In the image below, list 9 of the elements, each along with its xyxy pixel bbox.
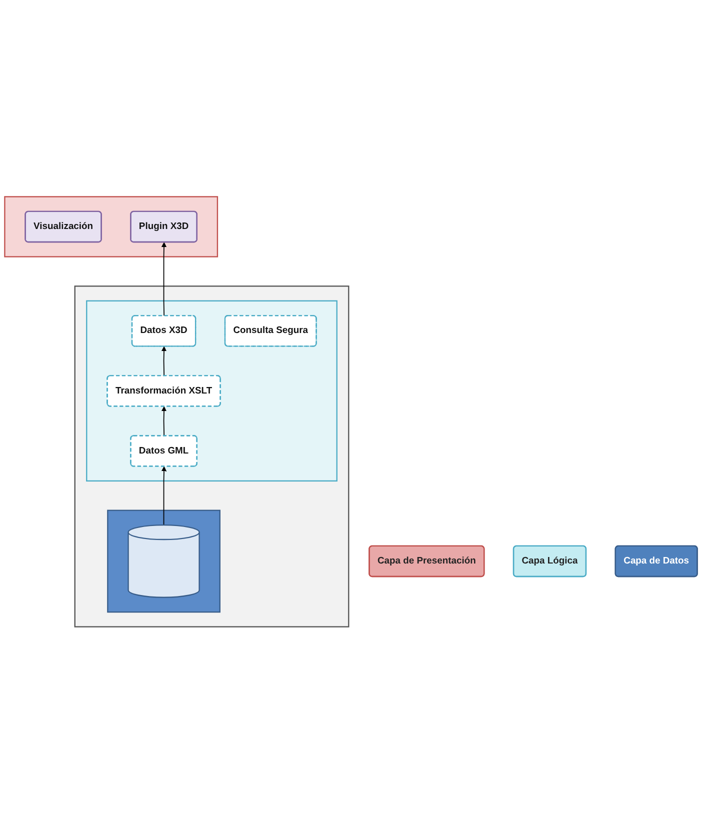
cluster bbox=[4, 196, 218, 258]
node-cylinder bbox=[128, 524, 200, 598]
cluster bbox=[86, 300, 338, 482]
cluster bbox=[107, 510, 220, 613]
cluster bbox=[74, 286, 350, 628]
arrow bbox=[161, 242, 167, 317]
arrow bbox=[161, 406, 167, 437]
arrow bbox=[161, 346, 167, 377]
arrow bbox=[161, 466, 167, 526]
